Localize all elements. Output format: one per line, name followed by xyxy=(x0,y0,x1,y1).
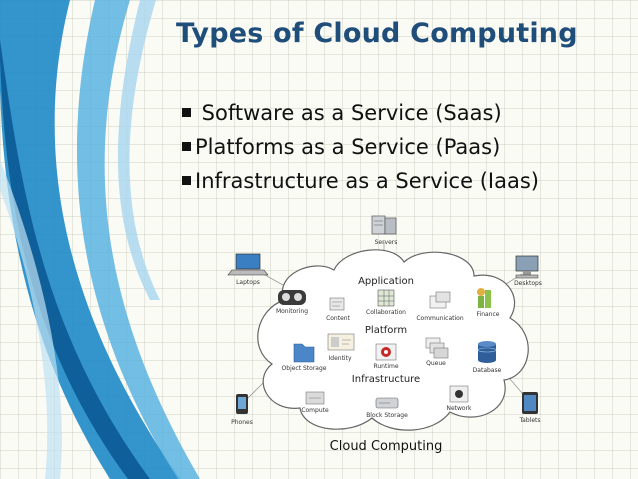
laptop-icon xyxy=(227,253,269,276)
phones-label: Phones xyxy=(231,419,253,426)
network-label: Network xyxy=(446,405,472,412)
tablets-label: Tablets xyxy=(519,417,541,424)
desktop-icon xyxy=(515,255,539,279)
database-label: Database xyxy=(473,367,502,374)
bullet-text-paas: Platforms as a Service (Paas) xyxy=(195,135,501,159)
finance-label: Finance xyxy=(477,311,500,318)
communication-icon xyxy=(429,291,451,309)
laptops-label: Laptops xyxy=(236,279,260,286)
communication-label: Communication xyxy=(416,315,463,322)
cloud-shape xyxy=(257,249,529,431)
finance-icon xyxy=(477,288,491,308)
square-bullet-icon xyxy=(182,176,191,185)
monitoring-label: Monitoring xyxy=(276,308,308,315)
identity-label: Identity xyxy=(329,355,352,362)
desktops-label: Desktops xyxy=(514,280,542,287)
object-storage-icon xyxy=(293,343,315,363)
queue-icon xyxy=(425,337,449,359)
runtime-label: Runtime xyxy=(373,363,398,370)
runtime-icon xyxy=(375,343,397,361)
bullet-item-iaas: Infrastructure as a Service (Iaas) xyxy=(182,164,539,198)
compute-icon xyxy=(305,391,325,405)
slide-title: Types of Cloud Computing xyxy=(176,18,578,49)
database-icon xyxy=(477,341,497,363)
servers-icon xyxy=(371,215,397,235)
application-label: Application xyxy=(358,276,414,287)
block-storage-icon xyxy=(375,397,399,409)
compute-label: Compute xyxy=(301,407,329,414)
square-bullet-icon xyxy=(182,142,191,151)
cloud-computing-diagram: Servers Laptops Desktops Phones Tablets … xyxy=(227,215,542,454)
platform-label: Platform xyxy=(365,325,407,336)
bullet-text-saas: Software as a Service (Saas) xyxy=(195,101,502,125)
diagram-caption: Cloud Computing xyxy=(330,439,443,454)
square-bullet-icon xyxy=(182,108,191,117)
collaboration-label: Collaboration xyxy=(366,309,406,316)
object-storage-label: Object Storage xyxy=(282,365,327,372)
bullet-list: Software as a Service (Saas) Platforms a… xyxy=(182,96,539,198)
identity-icon xyxy=(327,333,355,351)
content-icon xyxy=(329,297,345,311)
bullet-item-paas: Platforms as a Service (Paas) xyxy=(182,130,539,164)
block-storage-label: Block Storage xyxy=(366,412,408,419)
monitoring-icon xyxy=(278,290,306,305)
decorative-swoosh xyxy=(0,0,200,479)
bullet-item-saas: Software as a Service (Saas) xyxy=(182,96,539,130)
phone-icon xyxy=(236,394,248,414)
content-label: Content xyxy=(326,315,351,322)
servers-label: Servers xyxy=(375,239,398,246)
collaboration-icon xyxy=(377,289,395,307)
infrastructure-label: Infrastructure xyxy=(352,374,420,385)
bullet-text-iaas: Infrastructure as a Service (Iaas) xyxy=(195,169,539,193)
network-icon xyxy=(449,385,469,403)
queue-label: Queue xyxy=(426,360,446,367)
tablet-icon xyxy=(522,392,538,414)
